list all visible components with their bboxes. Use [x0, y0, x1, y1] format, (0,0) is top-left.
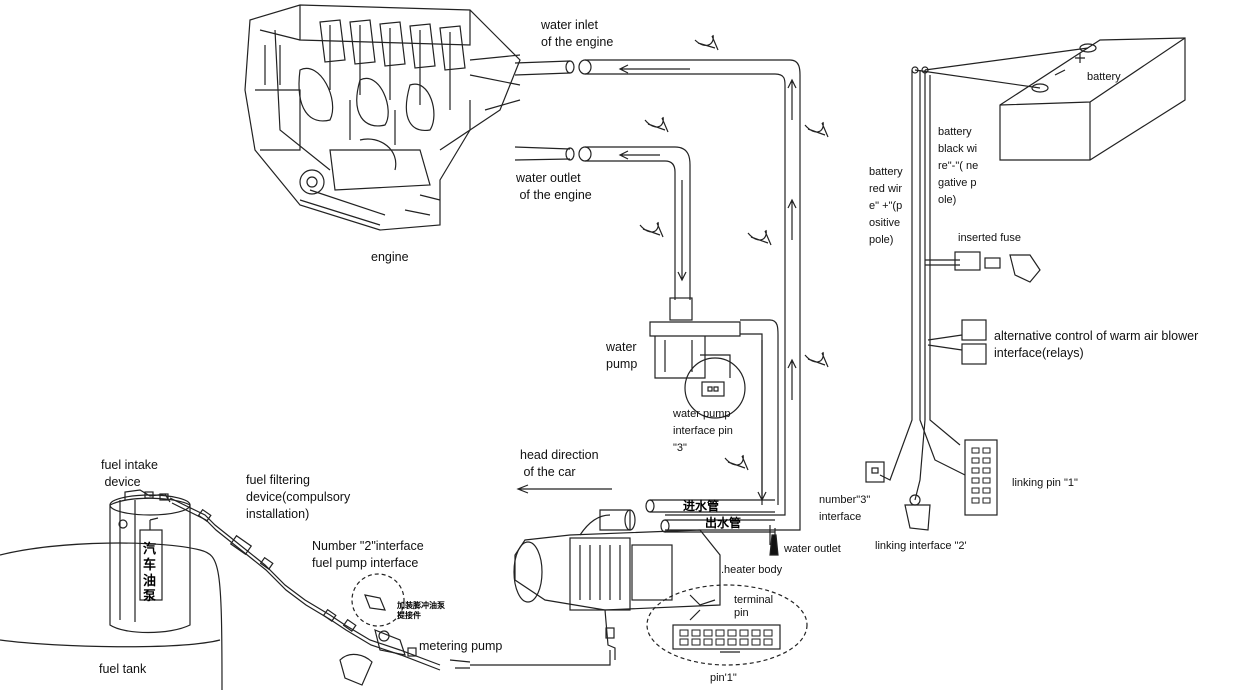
fuel-line: [144, 491, 611, 686]
label-battery: battery: [1087, 71, 1121, 83]
tank-cn-4: 泵: [143, 589, 156, 604]
label-pin1: pin'1": [710, 672, 737, 684]
tank-cn-3: 油: [143, 573, 156, 589]
inlet-pipe-cn: 进水管: [683, 498, 719, 513]
label-linking-interface2: linking interface "2': [875, 540, 967, 552]
label-engine: engine: [371, 250, 409, 264]
head-direction-arrow: [516, 484, 612, 494]
label-inserted-fuse: inserted fuse: [958, 232, 1021, 244]
tank-cn-2: 车: [143, 557, 156, 573]
wiring-harness: [865, 47, 1089, 531]
label-metering-pump: metering pump: [419, 639, 503, 653]
terminal-pin-drawing: [646, 584, 808, 666]
pipe-clips: [639, 34, 829, 471]
pump-note-cn-1: 加装膨冲油泵: [396, 600, 445, 610]
pump-note-cn-2: 提接件: [397, 610, 421, 620]
label-battery-red: battery red wire" +"(positive pole): [869, 166, 903, 246]
label-battery-black: battery black wire"-"( negative pole): [938, 126, 979, 206]
label-water-outlet: water outlet: [784, 543, 841, 555]
heater-body-drawing: [513, 509, 776, 660]
tank-cn-label: 汽 车 油 泵: [143, 541, 156, 604]
water-pump-drawing: [649, 297, 746, 419]
label-water-outlet-engine: water outlet of the engine: [516, 171, 592, 202]
battery-drawing: [999, 37, 1186, 161]
label-heater-body: .heater body: [721, 564, 783, 576]
outlet-pipe-cn: 出水管: [705, 515, 741, 530]
label-head-direction: head direction of the car: [520, 448, 599, 479]
fuel-tank-drawing: [0, 489, 223, 690]
engine-drawing: [244, 4, 521, 231]
label-fuel-tank: fuel tank: [99, 662, 147, 676]
label-linking-pin1: linking pin "1": [1012, 477, 1078, 489]
label-fuel-intake: fuel intake device: [101, 458, 158, 489]
engine-water-pipes: [514, 59, 801, 533]
label-number3-interface: number"3"interface: [819, 494, 871, 523]
tank-cn-1: 汽: [143, 541, 156, 557]
